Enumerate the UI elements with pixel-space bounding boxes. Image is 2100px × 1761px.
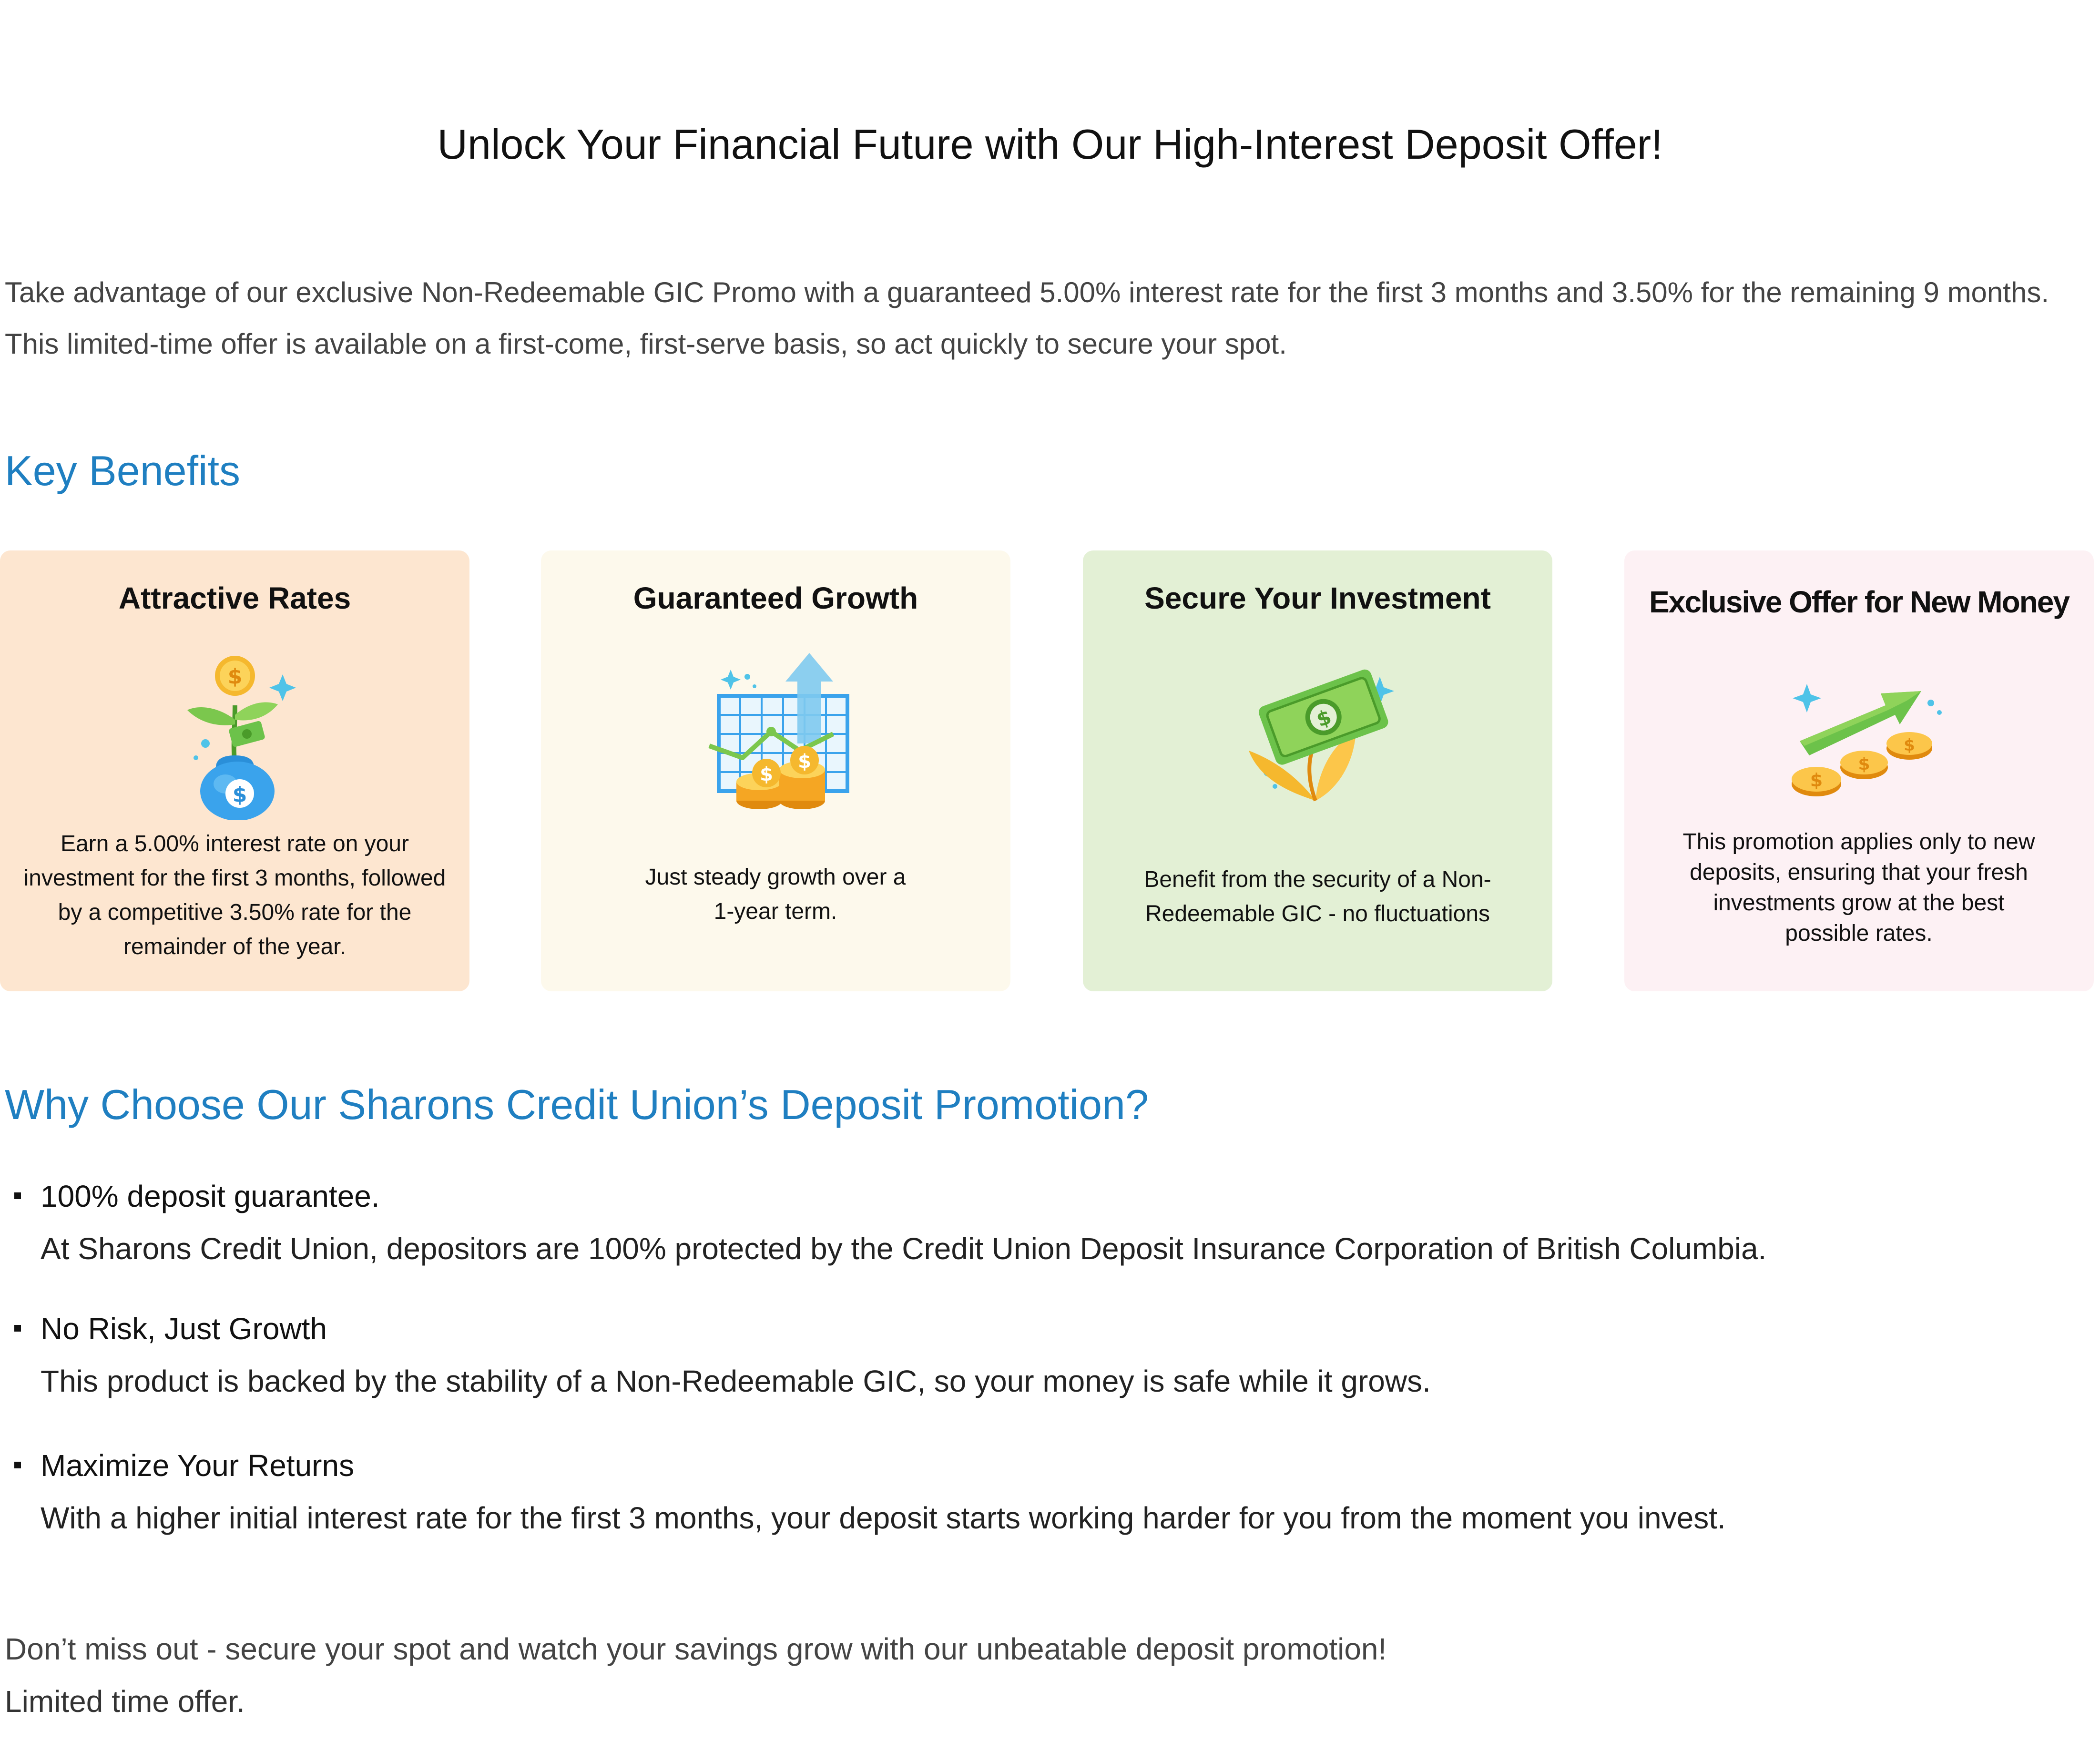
svg-text:$: $ xyxy=(798,751,811,773)
benefit-card-title: Secure Your Investment xyxy=(1144,581,1491,615)
bullet-icon xyxy=(14,1462,21,1468)
list-item-heading: Maximize Your Returns xyxy=(41,1448,355,1483)
benefit-card-title: Exclusive Offer for New Money xyxy=(1649,585,2070,619)
benefit-card-attractive-rates: Attractive Rates $ xyxy=(0,550,469,991)
svg-text:$: $ xyxy=(1858,754,1870,774)
money-bag-plant-icon: $ $ xyxy=(187,656,296,820)
growth-chart-coins-icon: $ $ xyxy=(708,653,849,809)
list-item-text: This product is backed by the stability … xyxy=(41,1364,1431,1398)
bullet-icon xyxy=(14,1192,21,1199)
svg-text:$: $ xyxy=(760,763,773,785)
benefit-card-text: Just steady growth over a 1-year term. xyxy=(645,865,906,924)
benefit-card-text: Benefit from the security of a Non-Redee… xyxy=(1144,867,1491,926)
page-title: Unlock Your Financial Future with Our Hi… xyxy=(437,121,1663,168)
benefit-card-text: This promotion applies only to new depos… xyxy=(1682,829,2035,946)
benefit-cards: Attractive Rates $ xyxy=(0,550,2100,991)
svg-text:$: $ xyxy=(1810,770,1822,791)
benefit-card-guaranteed-growth: Guaranteed Growth xyxy=(541,550,1010,991)
svg-text:$: $ xyxy=(1904,736,1915,755)
svg-text:$: $ xyxy=(227,664,242,689)
banknote-sprout-icon: $ xyxy=(1248,669,1394,802)
closing-message: Don’t miss out - secure your spot and wa… xyxy=(5,1632,1387,1666)
list-item-text: With a higher initial interest rate for … xyxy=(41,1501,1726,1535)
list-item-heading: No Risk, Just Growth xyxy=(41,1312,327,1346)
benefit-card-title: Guaranteed Growth xyxy=(633,581,918,615)
benefit-card-secure-investment: Secure Your Investment $ Be xyxy=(1083,550,1552,991)
benefit-card-text: Earn a 5.00% interest rate on your inves… xyxy=(23,831,446,959)
key-benefits-heading: Key Benefits xyxy=(5,447,241,494)
coins-arrow-up-icon: $ $ $ xyxy=(1791,684,1942,796)
why-choose-heading: Why Choose Our Sharons Credit Union’s De… xyxy=(5,1081,1149,1128)
limited-time-note: Limited time offer. xyxy=(5,1684,245,1719)
intro-paragraph: Take advantage of our exclusive Non-Rede… xyxy=(5,276,2049,360)
benefit-card-new-money: Exclusive Offer for New Money $ $ $ xyxy=(1624,550,2094,991)
list-item-text: At Sharons Credit Union, depositors are … xyxy=(41,1232,1767,1266)
list-item-heading: 100% deposit guarantee. xyxy=(41,1179,380,1213)
svg-text:$: $ xyxy=(232,783,247,807)
benefit-card-title: Attractive Rates xyxy=(118,581,351,615)
bullet-icon xyxy=(14,1325,21,1332)
